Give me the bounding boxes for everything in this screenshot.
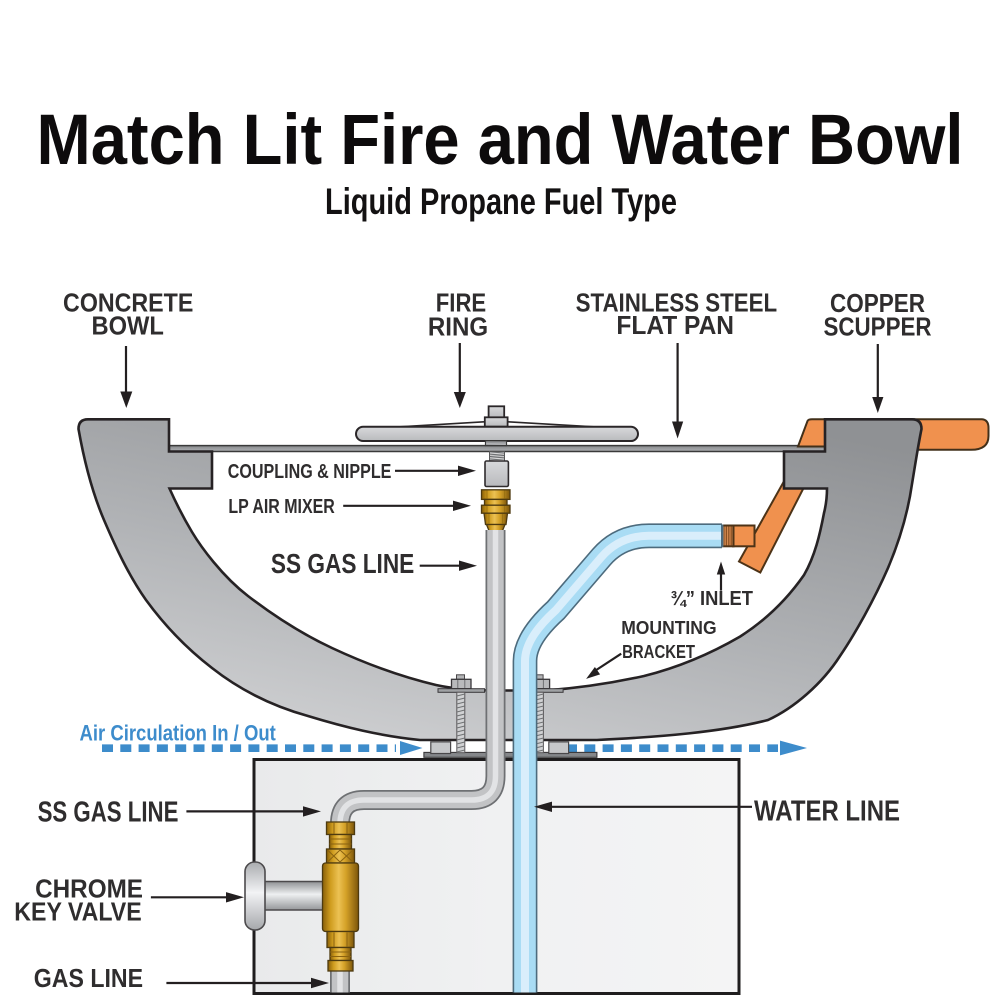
svg-text:FIRE: FIRE (436, 288, 486, 318)
svg-text:BRACKET: BRACKET (622, 642, 695, 662)
svg-text:COUPLING & NIPPLE: COUPLING & NIPPLE (228, 461, 392, 483)
svg-text:Liquid Propane Fuel Type: Liquid Propane Fuel Type (325, 181, 677, 222)
svg-text:RING: RING (428, 311, 488, 341)
svg-text:GAS LINE: GAS LINE (34, 963, 143, 993)
svg-text:BOWL: BOWL (92, 311, 165, 341)
svg-text:KEY VALVE: KEY VALVE (14, 897, 141, 927)
svg-text:WATER LINE: WATER LINE (754, 796, 900, 828)
svg-text:COPPER: COPPER (830, 288, 925, 318)
svg-text:Air Circulation In / Out: Air Circulation In / Out (80, 720, 277, 745)
svg-text:SCUPPER: SCUPPER (824, 312, 932, 342)
svg-text:LP AIR MIXER: LP AIR MIXER (228, 496, 335, 518)
svg-text:Match Lit Fire and Water Bowl: Match Lit Fire and Water Bowl (37, 101, 964, 180)
svg-text:FLAT PAN: FLAT PAN (616, 310, 734, 340)
svg-text:SS GAS LINE: SS GAS LINE (271, 548, 414, 579)
svg-text:CHROME: CHROME (35, 873, 143, 903)
svg-text:CONCRETE: CONCRETE (63, 288, 193, 318)
svg-text:¾” INLET: ¾” INLET (670, 588, 753, 610)
svg-text:SS GAS LINE: SS GAS LINE (38, 797, 179, 829)
svg-text:STAINLESS STEEL: STAINLESS STEEL (576, 287, 778, 317)
svg-text:MOUNTING: MOUNTING (621, 618, 716, 638)
